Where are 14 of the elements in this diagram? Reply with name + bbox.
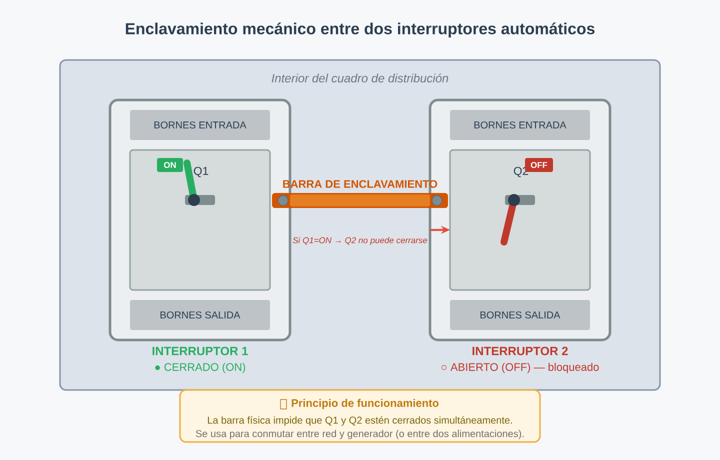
note-box: Principio de funcionamiento La barra física impide que Q1 y Q2 estén cerrados simultáneamente. Se usa para conmutar entre red y generador (o entre dos alimentaciones). bbox=[179, 389, 541, 443]
breaker-label: INTERRUPTOR 2 bbox=[472, 346, 568, 356]
terminal-block: BORNES ENTRADA bbox=[130, 110, 270, 140]
status-text: ● CERRADO (ON) bbox=[155, 362, 246, 374]
terminal-block: BORNES SALIDA bbox=[130, 300, 270, 330]
bar-label: BARRA DE ENCLAVAMIENTO bbox=[283, 180, 438, 188]
status-badge: ON bbox=[157, 158, 183, 172]
title: Enclavamiento mecánico entre dos interruptores automáticos bbox=[126, 22, 594, 38]
terminal-block: BORNES SALIDA bbox=[450, 300, 590, 330]
status-text: ○ ABIERTO (OFF) — bloqueado bbox=[442, 362, 599, 374]
terminal-block: BORNES ENTRADA bbox=[450, 110, 590, 140]
status-badge: OFF bbox=[525, 158, 553, 172]
edge-label: Si Q1=ON → Q2 no puede cerrarse bbox=[292, 236, 428, 246]
breaker-label: INTERRUPTOR 1 bbox=[152, 346, 248, 356]
